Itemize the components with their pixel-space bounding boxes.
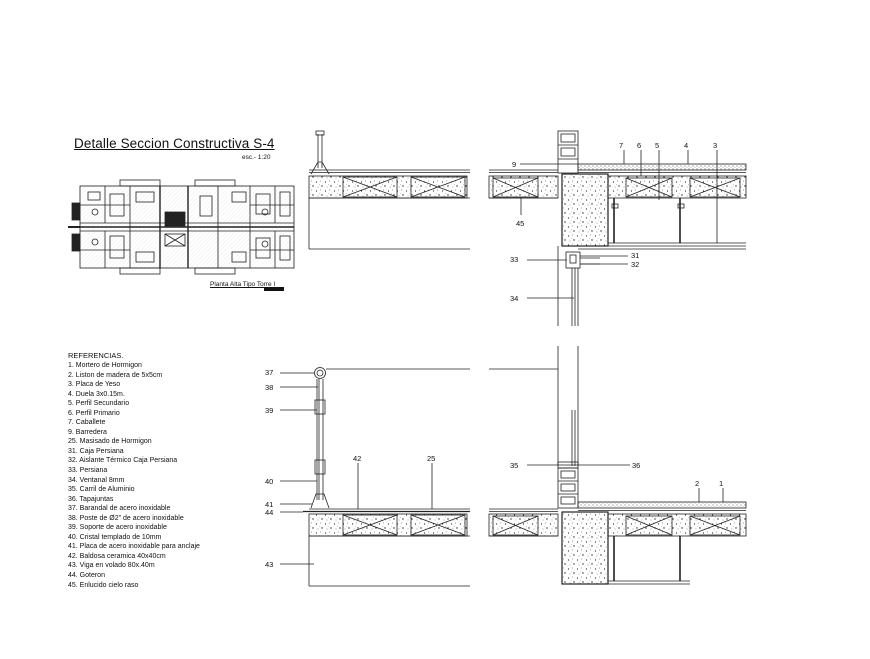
- drawing-title: Detalle Seccion Constructiva S-4: [74, 136, 275, 151]
- plan-scale-bar: [264, 287, 284, 291]
- callout-41: 41: [265, 500, 273, 509]
- reference-item: 6. Perfil Primario: [68, 409, 120, 417]
- section-bottom-left: [280, 367, 470, 587]
- references-title: REFERENCIAS.: [68, 351, 124, 360]
- reference-item: 44. Goteron: [68, 572, 105, 580]
- reference-item: 7. Caballete: [68, 419, 106, 427]
- callout-5: 5: [655, 141, 659, 150]
- reference-item: 39. Soporte de acero inoxidable: [68, 524, 167, 532]
- floor-plan-thumbnail: [68, 179, 295, 275]
- callout-42: 42: [353, 454, 361, 463]
- reference-item: 41. Placa de acero inoxidable para ancla…: [68, 543, 200, 551]
- callout-9: 9: [512, 160, 516, 169]
- reference-item: 35. Carril de Aluminio: [68, 486, 135, 494]
- reference-item: 33. Persiana: [68, 467, 108, 475]
- reference-item: 3. Placa de Yeso: [68, 381, 121, 389]
- reference-item: 37. Barandal de acero inoxidable: [68, 505, 171, 513]
- reference-item: 31. Caja Persiana: [68, 447, 124, 455]
- reference-item: 5. Perfil Secundario: [68, 400, 130, 408]
- reference-item: 25. Masisado de Hormigon: [68, 438, 152, 446]
- section-top-left: [308, 130, 470, 250]
- callout-31: 31: [631, 251, 639, 260]
- callout-38: 38: [265, 383, 273, 392]
- reference-item: 9. Barredera: [68, 428, 107, 436]
- callout-25: 25: [427, 454, 435, 463]
- reference-item: 38. Poste de Ø2" de acero inoxidable: [68, 514, 184, 522]
- callout-32: 32: [631, 260, 639, 269]
- section-top-right: [488, 130, 747, 326]
- callout-2: 2: [695, 479, 699, 488]
- reference-item: 36. Tapajuntas: [68, 495, 114, 503]
- callout-43: 43: [265, 560, 273, 569]
- callout-44: 44: [265, 508, 273, 517]
- reference-item: 4. Duela 3x0.15m.: [68, 390, 125, 398]
- reference-item: 2. Liston de madera de 5x5cm: [68, 371, 163, 379]
- section-bottom-right: [488, 346, 747, 585]
- reference-item: 42. Baldosa ceramica 40x40cm: [68, 552, 166, 560]
- plan-caption: Planta Alta Tipo Torre I: [210, 281, 276, 288]
- callout-40: 40: [265, 477, 273, 486]
- callout-35: 35: [510, 461, 518, 470]
- callout-37: 37: [265, 368, 273, 377]
- callout-45: 45: [516, 219, 524, 228]
- callout-6: 6: [637, 141, 641, 150]
- callout-39: 39: [265, 406, 273, 415]
- reference-item: 40. Cristal templado de 10mm: [68, 533, 162, 541]
- reference-item: 45. Enlucido cielo raso: [68, 581, 139, 589]
- callout-34: 34: [510, 294, 518, 303]
- callout-33: 33: [510, 255, 518, 264]
- reference-item: 1. Mortero de Hormigon: [68, 362, 142, 369]
- reference-item: 34. Ventanal 8mm: [68, 476, 125, 484]
- callout-7: 7: [619, 141, 623, 150]
- references-list: 1. Mortero de Hormigon 2. Liston de made…: [68, 361, 200, 590]
- callout-36: 36: [632, 461, 640, 470]
- callout-1: 1: [719, 479, 723, 488]
- callout-4: 4: [684, 141, 688, 150]
- reference-item: 32. Aislante Térmico Caja Persiana: [68, 457, 178, 465]
- drawing-scale: esc.- 1:20: [242, 154, 271, 161]
- callout-3: 3: [713, 141, 717, 150]
- reference-item: 43. Viga en volado 80x.40m: [68, 562, 155, 570]
